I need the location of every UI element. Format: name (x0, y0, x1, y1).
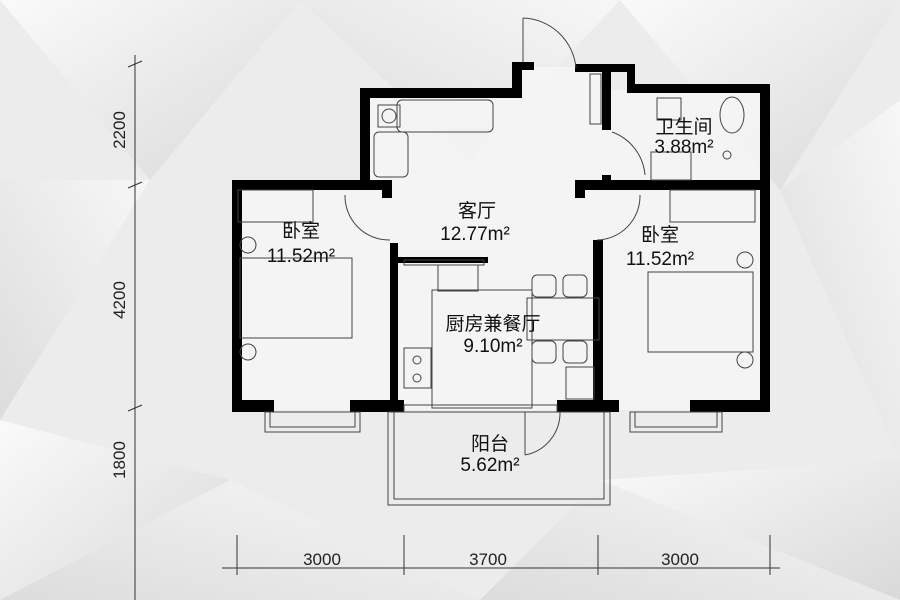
room-area-bathroom: 3.88m² (654, 137, 713, 158)
room-area-living: 12.77m² (440, 224, 510, 245)
wardrobe-left (237, 189, 314, 223)
room-area-kitchen-dining: 9.10m² (463, 336, 522, 357)
dimension-horizontal (222, 535, 780, 575)
room-area-bedroom-left: 11.52m² (267, 246, 335, 267)
dim-v-1: 2200 (110, 111, 129, 149)
dim-h-1: 3000 (303, 550, 341, 569)
dim-v-3: 1800 (110, 441, 129, 479)
room-name-living: 客厅 (458, 200, 496, 222)
room-name-bathroom: 卫生间 (655, 116, 712, 138)
dim-h-3: 3000 (661, 550, 699, 569)
dim-h-2: 3700 (469, 550, 507, 569)
room-labels: 卧室 11.52m² 客厅 12.77m² 卫生间 3.88m² 卧室 11.5… (267, 116, 714, 476)
room-name-kitchen-dining: 厨房兼餐厅 (445, 313, 540, 335)
entry-door-swing (522, 17, 577, 69)
kitchen-sink (437, 264, 479, 292)
stove (403, 347, 432, 389)
wash-basin (656, 97, 682, 121)
bed-right (647, 271, 754, 353)
doors (344, 17, 646, 456)
windows (264, 404, 723, 433)
room-name-bedroom-right: 卧室 (641, 224, 679, 246)
room-name-bedroom-left: 卧室 (282, 220, 320, 242)
dim-v-2: 4200 (110, 281, 129, 319)
bed-left (239, 257, 353, 339)
room-name-balcony: 阳台 (471, 433, 509, 455)
dining-table (526, 297, 600, 341)
sofa (396, 99, 494, 133)
washer (589, 73, 602, 125)
interior-floor (237, 67, 770, 410)
room-area-balcony: 5.62m² (460, 455, 519, 476)
furniture (237, 73, 756, 409)
balcony-railing (387, 411, 611, 506)
room-area-bedroom-right: 11.52m² (626, 249, 694, 270)
toilet (719, 96, 745, 134)
dimension-vertical (127, 55, 143, 600)
wardrobe-right (669, 189, 756, 223)
